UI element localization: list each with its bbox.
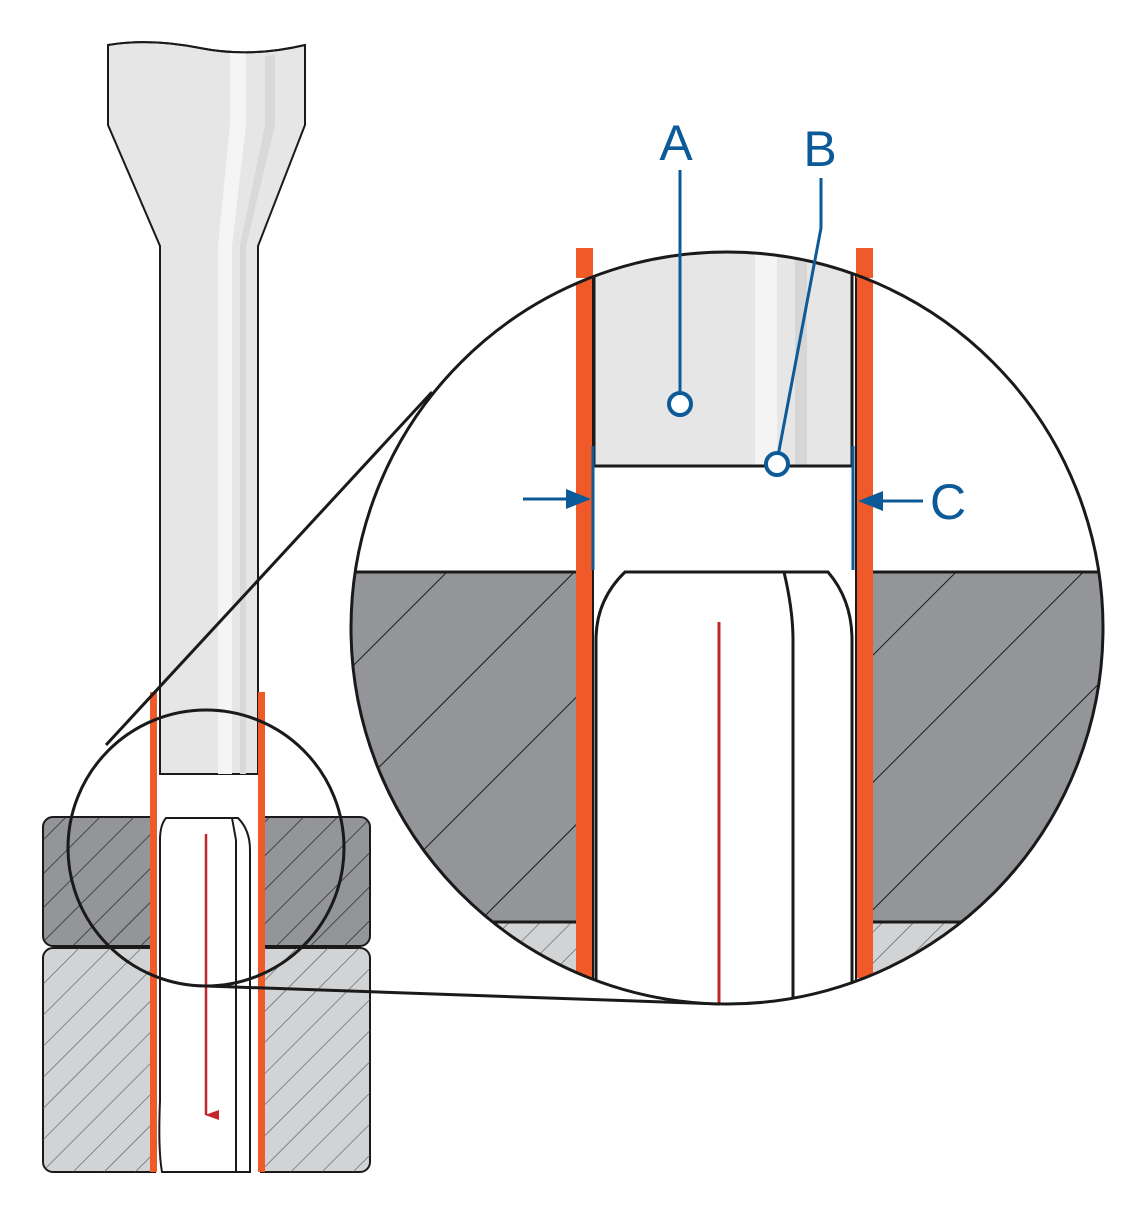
zoom-view: A B C: [349, 115, 1105, 1006]
zoom-connector-bottom: [205, 984, 721, 1006]
guide-strip-zoom-right: [856, 252, 873, 978]
slug-zoom: [594, 570, 854, 1004]
callout-a: A: [659, 115, 693, 417]
guide-strip-zoom-left: [576, 252, 593, 978]
callout-b-label: B: [803, 121, 836, 177]
callout-a-label: A: [659, 115, 693, 171]
punch-tool: [107, 41, 306, 775]
magnifier-circle-large: [349, 250, 1105, 1006]
callout-c: C: [523, 474, 966, 530]
guide-strip-right: [258, 692, 265, 1172]
slug: [158, 817, 251, 1173]
overview: [42, 41, 371, 1174]
zoom-connector-top: [104, 390, 434, 747]
guide-strip-left: [150, 692, 157, 1172]
callout-c-label: C: [930, 474, 966, 530]
callout-b: B: [764, 121, 837, 477]
